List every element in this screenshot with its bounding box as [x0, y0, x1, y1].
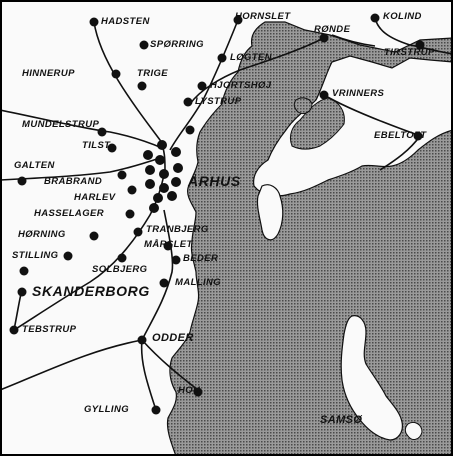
place-label-loegten: LØGTEN	[230, 52, 272, 63]
place-label-spoerring: SPØRRING	[150, 39, 204, 50]
place-label-ebeltoft: EBELTOFT	[374, 130, 427, 141]
place-label-mundelstrup: MUNDELSTRUP	[22, 119, 100, 130]
place-label-tebstrup: TEBSTRUP	[22, 324, 77, 335]
place-label-hinnerup: HINNERUP	[22, 68, 75, 79]
lake	[293, 97, 313, 115]
place-label-maarslet: MÅRSLET	[144, 239, 193, 250]
place-label-galten: GALTEN	[14, 160, 55, 171]
islet	[404, 421, 423, 440]
place-label-roende: RØNDE	[314, 24, 351, 35]
place-label-hjortshoej: HJORTSHØJ	[210, 80, 272, 91]
samso-island	[340, 315, 403, 441]
mols-peninsula	[253, 55, 453, 197]
place-label-brabrand: BRABRAND	[44, 176, 103, 187]
place-label-hasselager: HASSELAGER	[34, 208, 104, 219]
place-label-hoerning: HØRNING	[18, 229, 66, 240]
place-label-vrinners: VRINNERS	[332, 88, 385, 99]
place-label-beder: BEDER	[183, 253, 219, 264]
place-label-stilling: STILLING	[12, 250, 59, 261]
place-label-gylling: GYLLING	[84, 404, 130, 415]
place-label-tilst: TILST	[82, 140, 111, 151]
place-label-odder: ODDER	[152, 332, 194, 344]
place-label-solbjerg: SOLBJERG	[92, 264, 148, 275]
place-label-hou: HOU	[178, 385, 201, 396]
place-label-hornslet: HORNSLET	[235, 11, 291, 22]
place-label-skanderborg: SKANDERBORG	[32, 283, 150, 299]
place-label-harlev: HARLEV	[74, 192, 116, 203]
station-dots	[9, 13, 425, 415]
helgenaes	[256, 184, 284, 241]
place-label-trige: TRIGE	[137, 68, 169, 79]
place-label-malling: MALLING	[175, 277, 222, 288]
place-label-tranbjerg: TRANBJERG	[146, 224, 209, 235]
place-label-tirstrup: TIRSTRUP	[384, 47, 435, 58]
place-label-hadsten: HADSTEN	[101, 16, 150, 27]
place-label-aarhus: ÅRHUS	[188, 173, 241, 189]
place-label-samsoe: SAMSØ	[320, 414, 363, 426]
place-label-lystrup: LYSTRUP	[195, 96, 242, 107]
place-label-kolind: KOLIND	[383, 11, 422, 22]
